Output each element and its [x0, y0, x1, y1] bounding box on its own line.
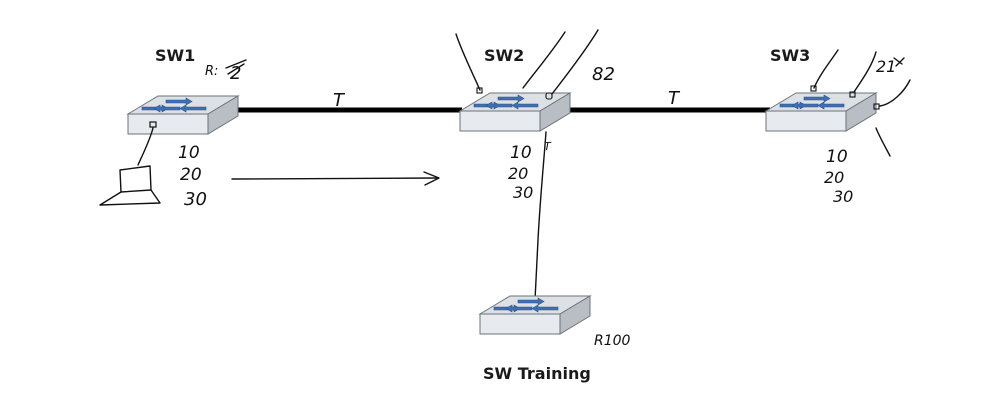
switch-sw2 — [459, 92, 571, 132]
sw1-label: SW1 — [155, 46, 195, 65]
pc-cable — [137, 127, 154, 166]
switch-sw1 — [127, 95, 239, 135]
sw1-vlan-20: 20 — [180, 165, 202, 185]
link-mode-sw2-training: T — [544, 140, 552, 153]
sw2-root-num: 82 — [592, 64, 615, 85]
sw1-vlan-30: 30 — [184, 189, 207, 210]
link-mode-sw2-sw3: T — [668, 88, 681, 109]
sw1-port — [149, 121, 157, 128]
network-switch-icon — [459, 92, 571, 132]
sw1-scribble — [225, 59, 247, 75]
sw3-vlan-30: 30 — [833, 187, 853, 206]
sw3-root-num: 21 — [876, 57, 896, 76]
sw3-vlan-20: 20 — [824, 168, 844, 187]
network-switch-icon — [479, 295, 591, 335]
sw1-root-num: 2 — [230, 63, 241, 84]
sw2-vlan-10: 10 — [510, 143, 532, 163]
sw3-label: SW3 — [770, 46, 810, 65]
network-switch-icon — [127, 95, 239, 135]
link-mode-sw1-sw2: T — [333, 90, 346, 111]
switch-training — [479, 295, 591, 335]
sw2-vlan-30: 30 — [513, 183, 533, 202]
training-label: SW Training — [483, 364, 591, 383]
network-switch-icon — [765, 92, 877, 132]
sw2-label: SW2 — [484, 46, 524, 65]
sw3-vlan-10: 10 — [826, 147, 848, 167]
sw1-root-note: R: — [205, 64, 218, 79]
switch-sw3 — [765, 92, 877, 132]
link-sw2-training — [534, 131, 547, 301]
training-root-note: R100 — [594, 333, 631, 349]
sw2-vlan-20: 20 — [508, 164, 528, 183]
right-arrow-icon — [231, 177, 439, 180]
laptop-icon — [99, 165, 161, 206]
sw1-vlan-10: 10 — [178, 143, 200, 163]
